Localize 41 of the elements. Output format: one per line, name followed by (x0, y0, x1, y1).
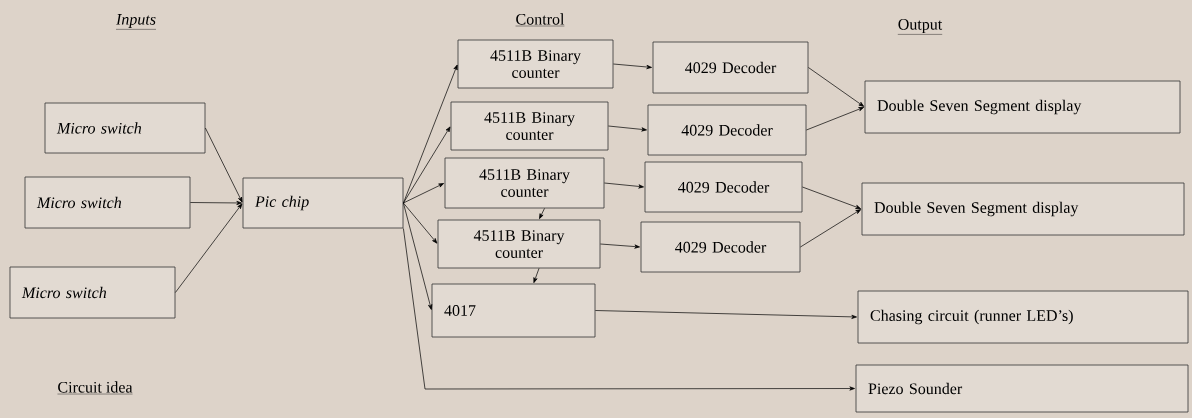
arrow (175, 203, 243, 293)
block-box: Micro switch (9, 266, 176, 319)
block-box: 4511B Binary counter (444, 157, 605, 209)
heading: Circuit idea (57, 381, 133, 395)
arrow (533, 268, 540, 283)
block-box: Chasing circuit (runner LED’s) (857, 290, 1189, 344)
arrow (539, 208, 545, 219)
arrow (403, 202, 433, 310)
block-box: 4511B Binary counter (450, 101, 609, 151)
arrow (190, 200, 242, 205)
block-box: 4029 Decoder (644, 161, 803, 213)
arrow (802, 186, 861, 209)
block-box: 4029 Decoder (640, 221, 801, 273)
heading: Control (515, 13, 565, 27)
arrow (808, 67, 865, 107)
block-box: 4017 (431, 283, 596, 338)
arrow (806, 107, 864, 131)
heading: Output (897, 19, 943, 35)
arrow (600, 243, 640, 249)
arrow (595, 310, 857, 319)
arrow (205, 127, 243, 203)
arrow (608, 125, 647, 132)
arrow (403, 64, 458, 204)
block-box: Piezo Sounder (855, 364, 1189, 413)
arrow (613, 63, 652, 70)
arrow (403, 228, 855, 391)
block-box: 4029 Decoder (647, 104, 807, 156)
block-box: Double Seven Segment display (864, 80, 1181, 134)
arrow (800, 209, 862, 248)
arrow (403, 202, 438, 244)
heading: Inputs (115, 14, 157, 30)
arrow (604, 182, 644, 189)
block-box: Micro switch (24, 176, 191, 229)
block-box: Double Seven Segment display (861, 182, 1185, 236)
block-box: Micro switch (44, 102, 206, 154)
arrow (403, 183, 445, 204)
block-box: 4511B Binary counter (457, 39, 614, 89)
arrow (403, 126, 451, 204)
block-box: 4029 Decoder (652, 41, 809, 94)
block-box: Pic chip (242, 177, 404, 229)
block-box: 4511B Binary counter (437, 219, 601, 269)
